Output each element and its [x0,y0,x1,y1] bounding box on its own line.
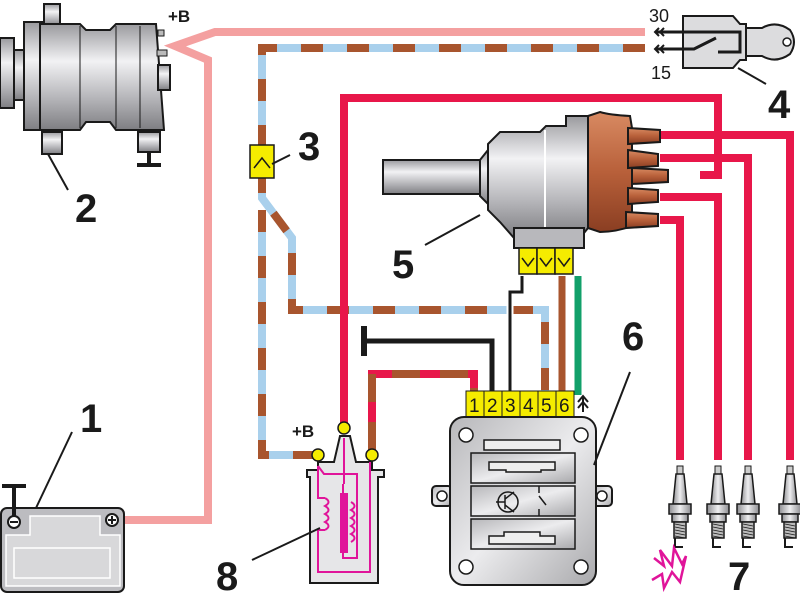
ignition-terminal-15: 15 [651,63,671,83]
commutator-pins: 1 2 3 4 5 6 [465,390,589,418]
wires [122,28,794,524]
switch-symbol [538,495,547,506]
pin-2-label: 2 [487,396,498,417]
coil-terminal-label: +B [292,422,314,441]
wire-coil-ht [340,94,722,428]
pin-3-label: 3 [505,396,516,417]
wire-ground-pin2 [364,338,495,395]
wire-ignition-15 [258,44,645,459]
coil-terminal-center [337,421,351,435]
ht-lead-4 [660,131,794,460]
battery: 1 [0,397,125,593]
wire-pin3-sensor [506,276,526,395]
pin-5-label: 5 [541,396,552,417]
ht-lead-1 [660,216,684,460]
spark-plugs [668,465,800,548]
leader-2 [47,153,69,191]
wire-battery-power [122,28,645,524]
wire-coil-to-pin1 [368,370,478,450]
ignition-switch: 30 15 4 [649,6,795,127]
ignition-terminal-30: 30 [649,6,669,26]
ht-leads [660,131,794,460]
leader-3 [271,154,291,165]
distributor: 5 [382,110,669,287]
pin-4-label: 4 [523,396,534,417]
label-6: 6 [622,315,644,359]
leader-5 [424,214,481,246]
distributor-connector [518,247,574,275]
connector-block: 3 [249,125,320,179]
coil-terminal-right [365,448,379,462]
commutator: 1 2 3 4 5 6 [431,315,644,586]
label-2: 2 [75,187,97,231]
ignition-coil: +B 8 [216,421,385,599]
label-8: 8 [216,555,238,599]
leader-4 [737,67,767,85]
label-1: 1 [80,397,102,441]
leader-1 [35,431,73,509]
ht-lead-2 [660,193,722,460]
spark-plug [736,465,760,548]
distributor-cap-towers [625,126,669,230]
generator-terminal-label: +B [168,7,190,26]
generator: +B 2 [0,3,190,231]
spark-plug [778,465,800,548]
label-4: 4 [768,83,791,127]
label-3: 3 [298,125,320,169]
label-7: 7 [728,555,750,599]
pin-6-label: 6 [559,396,570,417]
connector-latch-icon [577,394,589,412]
label-5: 5 [392,243,414,287]
pin-1-label: 1 [469,396,480,417]
ht-lead-3 [660,154,752,460]
spark-plug [668,465,692,548]
spark-plug [706,465,730,548]
spark-icon [651,543,688,593]
leader-8 [251,527,321,561]
leader-6 [593,371,631,466]
coil-terminal-left [311,448,325,462]
